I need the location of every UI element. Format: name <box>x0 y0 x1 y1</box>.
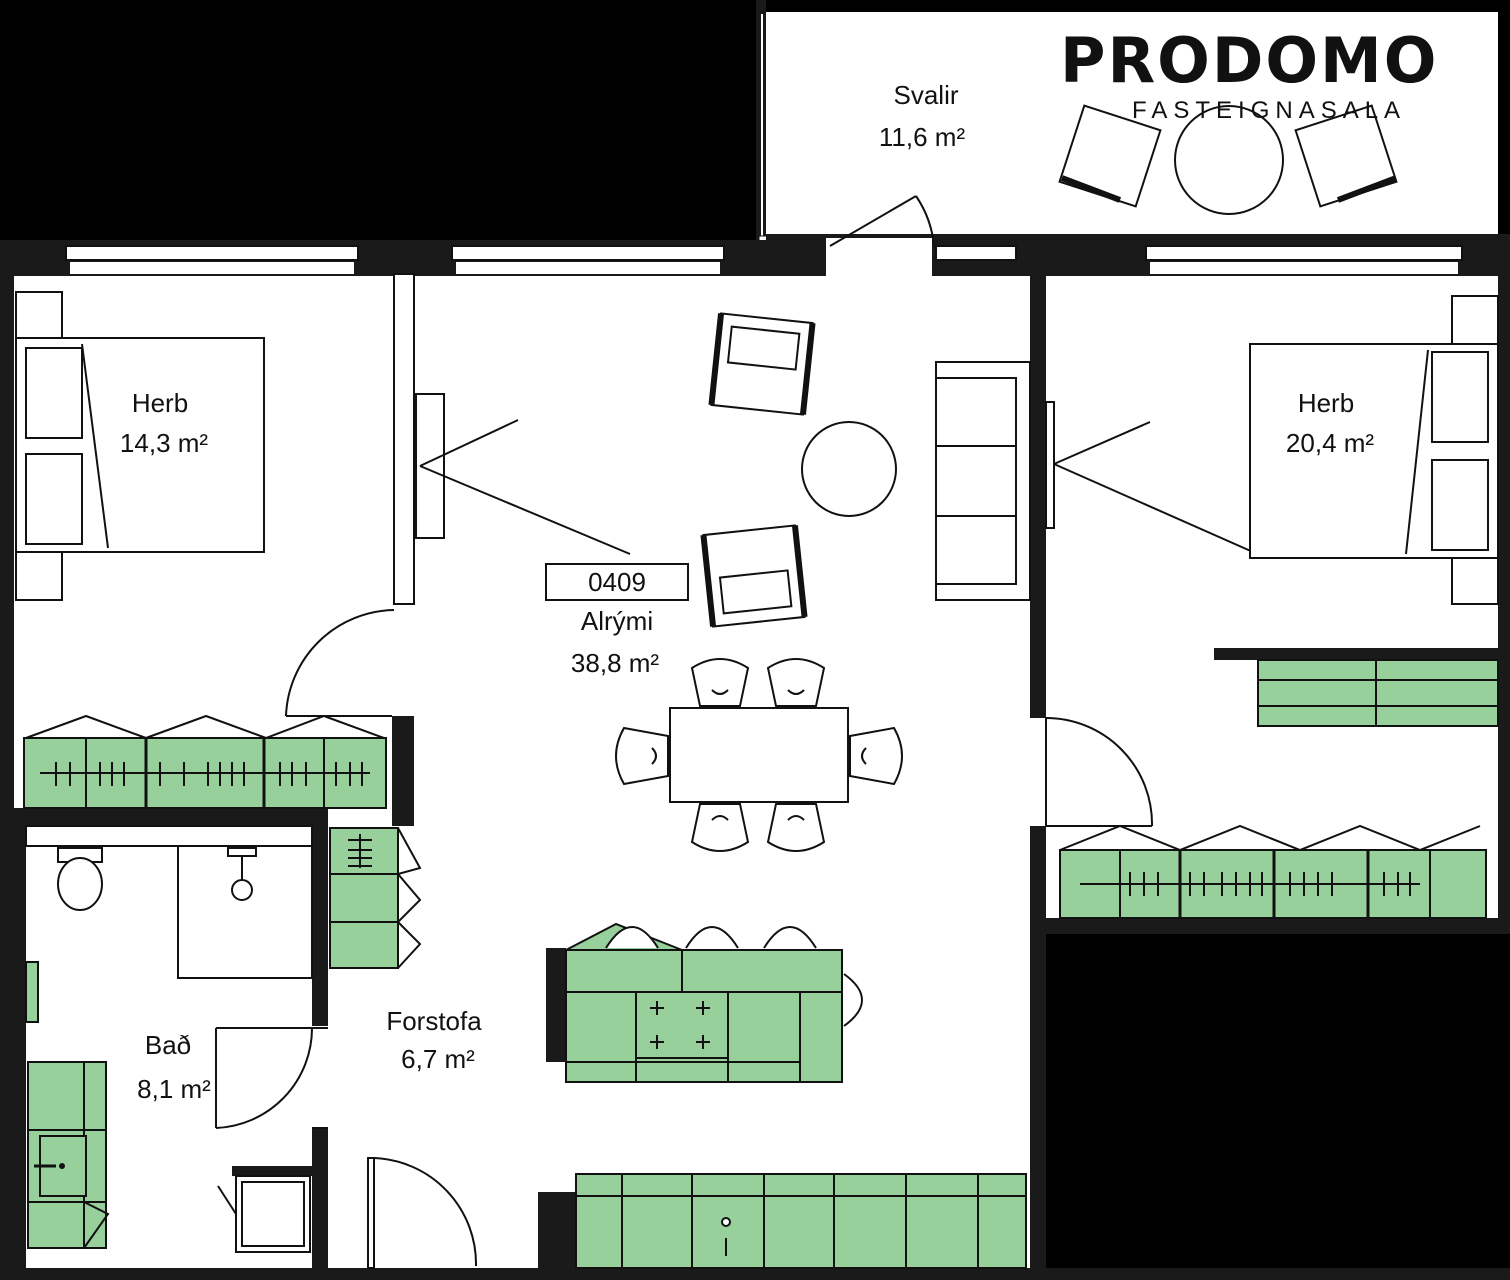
room-area-bathroom: 8,1 m² <box>137 1074 211 1104</box>
bedroom-1-furniture <box>15 291 395 809</box>
room-name-entrance: Forstofa <box>386 1006 482 1036</box>
entrance-door-icon <box>367 1157 478 1269</box>
balcony <box>756 0 1510 249</box>
bathroom-fixtures <box>25 845 328 1253</box>
door-icon <box>285 609 395 717</box>
washer-icon <box>217 1166 312 1253</box>
pillow-icon <box>25 453 83 545</box>
balcony-chair-icon <box>1058 104 1162 208</box>
coffee-table-icon <box>801 421 897 517</box>
bathroom-cabinet-icon <box>27 1061 110 1249</box>
dining-chair-icon <box>690 803 750 852</box>
kitchen-counter <box>538 1173 1027 1269</box>
room-name-living: Alrými <box>581 606 653 636</box>
dining-chair-icon <box>690 658 750 707</box>
room-area-bedroom-2: 20,4 m² <box>1286 428 1374 458</box>
balcony-chair-icon <box>1294 104 1398 208</box>
wardrobe-icon <box>1059 824 1487 919</box>
kitchen-island <box>546 922 863 1083</box>
bedroom-2-furniture <box>1045 295 1499 919</box>
room-area-entrance: 6,7 m² <box>401 1044 475 1074</box>
sofa-icon <box>935 361 1031 601</box>
window-icon <box>935 245 1017 261</box>
dining-chair-icon <box>615 726 669 786</box>
desk-icon <box>1257 659 1499 727</box>
armchair-icon <box>708 312 816 416</box>
living-area-furniture <box>415 195 1031 852</box>
dining-chair-icon <box>849 726 903 786</box>
unit-number: 0409 <box>588 567 646 597</box>
entry-cabinet <box>329 827 422 969</box>
room-name-bedroom-2: Herb <box>1298 388 1354 418</box>
logo-brand: PRODOMO <box>1060 24 1438 97</box>
nightstand-icon <box>15 547 63 601</box>
room-area-bedroom-1: 14,3 m² <box>120 428 208 458</box>
door-icon <box>1045 717 1154 827</box>
toilet-icon <box>57 847 103 911</box>
dining-chair-icon <box>766 803 826 852</box>
unit-number-box <box>545 563 689 601</box>
stool-icon <box>843 973 863 1027</box>
stool-icon <box>605 926 659 949</box>
room-labels: Svalir 11,6 m² Herb 14,3 m² 0409 Alrými … <box>120 80 1374 1104</box>
room-name-balcony: Svalir <box>893 80 958 110</box>
cooktop-icon <box>635 991 729 1059</box>
sink-icon <box>721 1217 731 1227</box>
brand-logo: PRODOMO FASTEIGNASALA <box>1060 24 1438 124</box>
window-icon <box>65 245 359 274</box>
room-area-living: 38,8 m² <box>571 648 659 678</box>
radiator-icon <box>25 961 39 1023</box>
dining-chair-icon <box>766 658 826 707</box>
tv-icon <box>1045 401 1055 529</box>
logo-tagline: FASTEIGNASALA <box>1132 97 1406 124</box>
room-area-balcony: 11,6 m² <box>879 122 966 152</box>
stool-icon <box>685 926 739 949</box>
pillow-icon <box>25 347 83 439</box>
tv-icon <box>415 393 445 539</box>
balcony-table-icon <box>1174 105 1284 215</box>
nightstand-icon <box>1451 295 1499 345</box>
window-icon <box>1145 245 1463 274</box>
shower-icon <box>177 845 313 979</box>
window-icon <box>451 245 725 274</box>
armchair-icon <box>700 524 808 628</box>
wardrobe-icon <box>23 714 387 809</box>
nightstand-icon <box>1451 555 1499 605</box>
door-icon <box>829 195 935 247</box>
pillow-icon <box>1431 459 1489 551</box>
stool-icon <box>763 926 817 949</box>
walls <box>0 238 1510 1280</box>
room-name-bedroom-1: Herb <box>132 388 188 418</box>
door-icon <box>215 1027 328 1129</box>
dining-table-icon <box>669 707 849 803</box>
room-name-bathroom: Bað <box>145 1030 191 1060</box>
nightstand-icon <box>15 291 63 339</box>
pillow-icon <box>1431 351 1489 443</box>
